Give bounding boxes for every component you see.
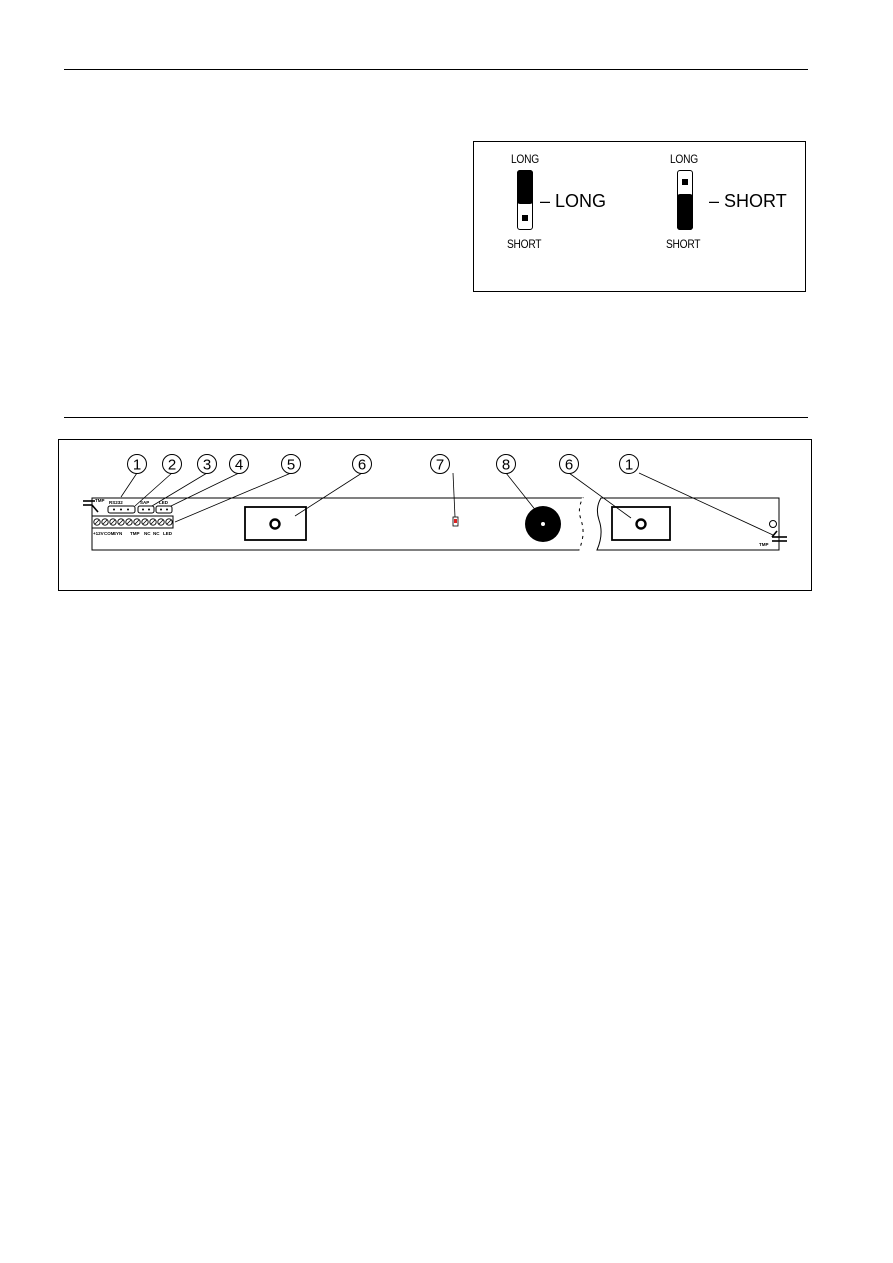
rs232-jumper: RS232 [107, 500, 136, 514]
left-jumper [517, 170, 533, 230]
right-short-label: SHORT [666, 237, 701, 251]
led-indicator [452, 516, 459, 527]
terminal-label: COM [104, 531, 115, 536]
callout-number: 8 [502, 457, 510, 474]
callout-markers: 1 2 3 4 5 6 7 8 6 1 [127, 454, 639, 474]
callout-number: 4 [235, 457, 243, 474]
left-jumper-free-pin [522, 215, 528, 221]
callout-leaders [120, 472, 774, 536]
callout-9: 6 [559, 454, 579, 474]
callout-1: 1 [127, 454, 147, 474]
terminal-label: NC [153, 531, 160, 536]
tmp-jumper-label: TMP [95, 498, 105, 503]
right-jumper-cap [677, 194, 693, 230]
callout-10: 1 [619, 454, 639, 474]
callout-number: 6 [565, 457, 573, 474]
left-jumper-cap [517, 170, 533, 204]
callout-number: 1 [625, 457, 633, 474]
terminal-label: NC [144, 531, 151, 536]
callout-number: 2 [168, 457, 176, 474]
callout-number: 3 [203, 457, 211, 474]
led-jumper: LED [155, 500, 173, 514]
callout-2: 2 [162, 454, 182, 474]
callout-number: 7 [436, 457, 444, 474]
right-jumper [677, 170, 693, 230]
callout-8: 8 [496, 454, 516, 474]
callout-number: 5 [287, 457, 295, 474]
callout-number: 1 [133, 457, 141, 474]
sap-jumper-label: SAP [140, 500, 149, 505]
jumper-setting-figure: LONG – LONG SHORT LONG – SHORT SHORT [473, 141, 806, 292]
left-tamper-wire-icon [83, 500, 99, 513]
terminal-label: SYN [113, 531, 122, 536]
callout-6: 6 [352, 454, 372, 474]
right-tamper-switch: TMP [759, 520, 787, 547]
terminal-label: +12V [93, 531, 104, 536]
rs232-jumper-label: RS232 [109, 500, 123, 505]
section-rule [64, 417, 808, 418]
right-long-label: LONG [670, 152, 698, 166]
led-jumper-label: LED [159, 500, 169, 505]
terminal-label: TMP [130, 531, 140, 536]
terminal-label: LED [163, 531, 173, 536]
callout-5: 5 [281, 454, 301, 474]
top-rule [64, 69, 808, 70]
sap-jumper: SAP [137, 500, 155, 514]
mounting-hole-right [611, 506, 671, 541]
left-long-label: LONG [511, 152, 539, 166]
left-jumper-caption: – LONG [540, 191, 607, 211]
buzzer [525, 506, 561, 542]
callout-7: 7 [430, 454, 450, 474]
tmp-jumper: TMP [95, 498, 105, 503]
mounting-hole-left [244, 506, 307, 541]
right-jumper-caption: – SHORT [709, 191, 787, 211]
left-short-label: SHORT [507, 237, 542, 251]
callout-4: 4 [229, 454, 249, 474]
right-jumper-free-pin [682, 179, 688, 185]
callout-3: 3 [197, 454, 217, 474]
callout-number: 6 [358, 457, 366, 474]
right-tmp-label: TMP [759, 542, 769, 547]
